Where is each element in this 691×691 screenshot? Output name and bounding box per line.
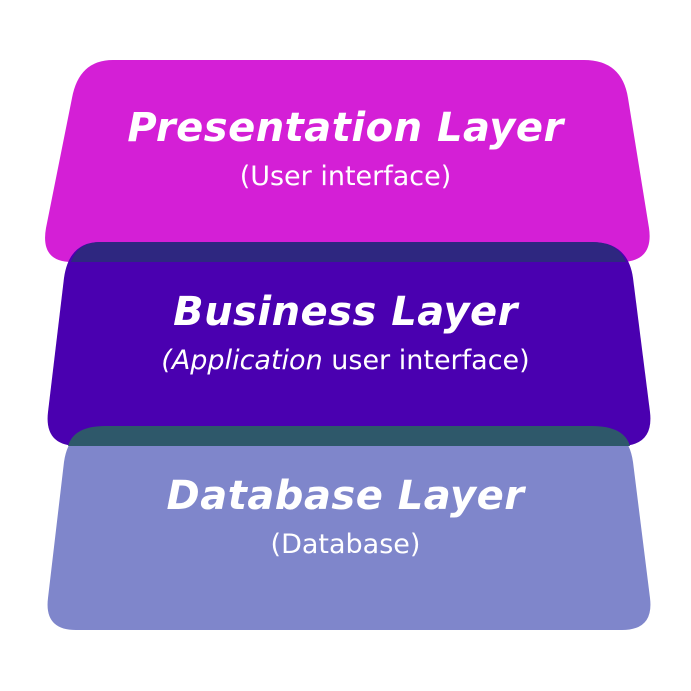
business-layer-title: Business Layer (173, 289, 518, 335)
business-layer-shape (47, 242, 651, 446)
presentation-layer-title: Presentation Layer (127, 105, 564, 151)
business-layer-text: Business Layer (Application user interfa… (0, 288, 691, 378)
business-database-overlap (68, 426, 630, 446)
presentation-business-overlap (71, 242, 626, 262)
database-layer-shape (47, 426, 651, 630)
presentation-layer-subtitle: (User interface) (239, 161, 452, 192)
database-layer-subtitle: (Database) (270, 529, 421, 560)
presentation-layer-shape (45, 60, 650, 262)
business-layer-subtitle: (Application user interface) (0, 344, 691, 378)
presentation-layer-text: Presentation Layer (User interface) (0, 104, 691, 194)
business-layer-subtitle-italic: (Application (161, 345, 323, 376)
business-layer-subtitle-rest: user interface) (322, 345, 530, 376)
database-layer-title: Database Layer (166, 473, 525, 519)
database-layer-text: Database Layer (Database) (0, 472, 691, 562)
